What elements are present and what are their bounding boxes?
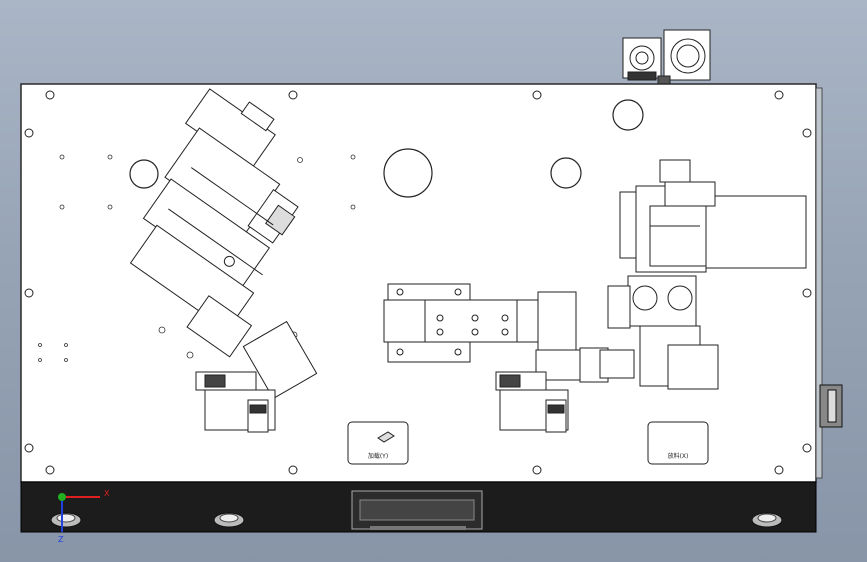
right-valve-motor-assembly [599,159,807,390]
diagonal-actuator-assembly [129,88,299,358]
center-slide-assembly [383,283,609,383]
center-gripper [495,371,569,433]
axis-x-label: X [104,489,110,498]
side-connector [819,384,843,428]
placard-right-label: 放料(X) [668,452,689,460]
valve-assembly-top [622,29,711,85]
axis-triad: X Z [58,489,110,544]
axis-z-label: Z [58,535,64,544]
placard-left-label: 加载(Y) [368,452,388,460]
perimeter-screws [24,90,812,475]
placard-left: 加载(Y) [347,421,409,465]
through-holes [129,97,644,198]
left-gripper [195,320,318,433]
placard-right: 放料(X) [647,421,709,465]
